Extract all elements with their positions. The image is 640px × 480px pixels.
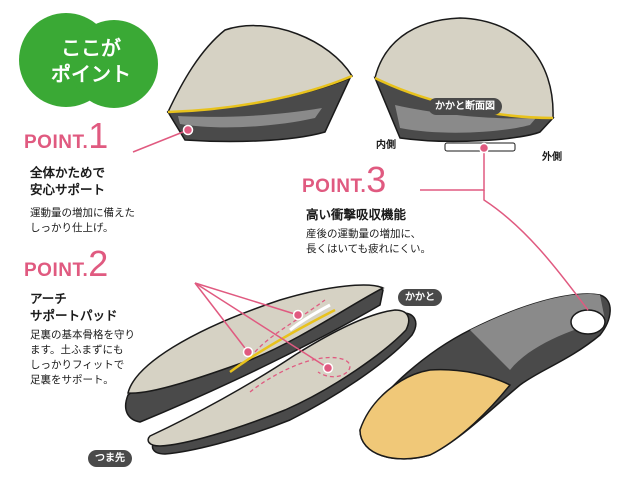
- point-2-title: POINT.2: [24, 246, 108, 282]
- inner-side-label: 内側: [376, 140, 396, 151]
- callout-dot-1: [182, 124, 194, 136]
- point-2-heading-1: アーチ: [30, 291, 67, 306]
- heel-cup-left: [166, 24, 354, 143]
- badge-line-2: ポイント: [51, 62, 131, 86]
- point-1-body-2: しっかり仕上げ。: [30, 222, 114, 234]
- point-1-heading-1: 全体かためで: [30, 165, 106, 180]
- point-1-heading-2: 安心サポート: [30, 182, 106, 197]
- point-3-number: 3: [366, 159, 387, 200]
- point-3-title: POINT.3: [302, 162, 386, 198]
- point-1-label: POINT.: [24, 132, 89, 153]
- point-1-body-1: 運動量の増加に備えた: [30, 207, 135, 219]
- point-1-number: 1: [88, 115, 109, 156]
- point-2-body-2: ます。土ふまずにも: [30, 344, 124, 356]
- callout-dot-2a: [292, 309, 304, 321]
- point-2-body-3: しっかりフィットで: [30, 359, 125, 371]
- toe-tag: つま先: [88, 450, 132, 467]
- point-3-body-2: 長くはいても疲れにくい。: [306, 243, 431, 255]
- callout-dot-2c: [322, 362, 334, 374]
- badge-shape: [19, 13, 158, 108]
- outer-side-label: 外側: [542, 152, 562, 163]
- callout-dot-3: [478, 142, 490, 154]
- badge-line-1: ここが: [61, 36, 121, 60]
- heel-tag: かかと: [398, 289, 442, 306]
- point-3-label: POINT.: [302, 176, 367, 197]
- heel-cup-right: [373, 17, 555, 152]
- insole-top-view: [147, 309, 417, 455]
- point-2-label: POINT.: [24, 260, 89, 281]
- point-2-number: 2: [88, 243, 109, 284]
- heel-section-tag: かかと断面図: [428, 98, 502, 115]
- callout-lines: [132, 129, 589, 369]
- callout-dot-2b: [242, 346, 254, 358]
- point-1-title: POINT.1: [24, 118, 108, 154]
- point-2-heading-2: サポートパッド: [30, 308, 118, 323]
- point-3-heading-1: 高い衝撃吸収機能: [306, 207, 407, 222]
- insole-perspective: [359, 293, 611, 460]
- insole-side-view: [124, 284, 385, 423]
- point-3-body-1: 産後の運動量の増加に、: [306, 228, 422, 240]
- point-2-body-1: 足裏の基本骨格を守り: [30, 329, 135, 341]
- point-2-body-4: 足裏をサポート。: [30, 374, 114, 386]
